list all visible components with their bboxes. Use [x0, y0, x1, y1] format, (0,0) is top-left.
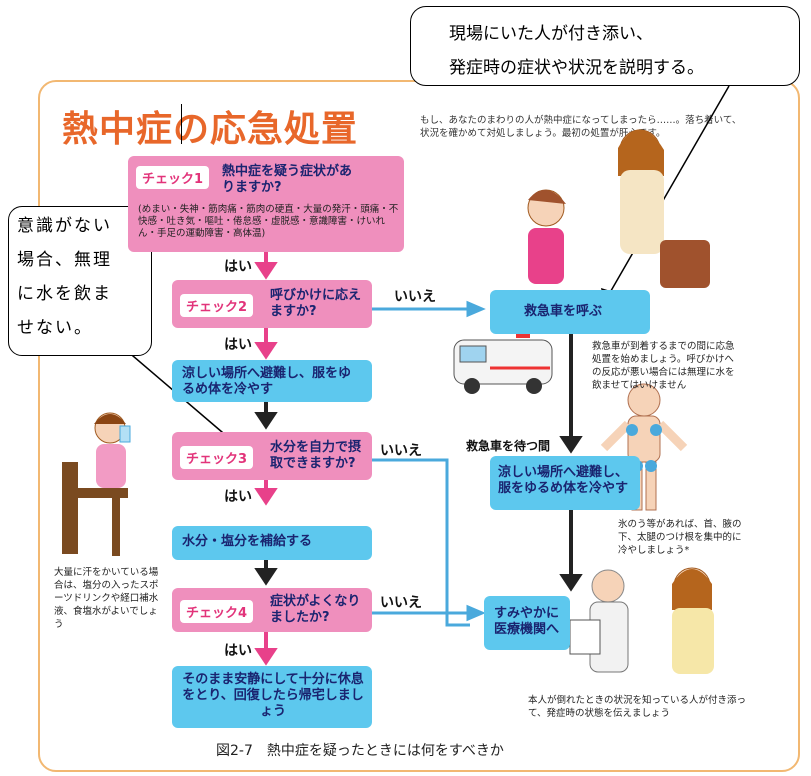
yes-label-2: はい	[224, 337, 252, 353]
intro-text: もし、あなたのまわりの人が熱中症になってしまったら……。落ち着いて、状況を確かめ…	[420, 115, 742, 139]
water-step-text: 水分・塩分を補給する	[182, 534, 313, 549]
ambulance-illustration	[453, 330, 553, 394]
figure-caption: 図2-7 熱中症を疑ったときには何をすべきか	[216, 743, 504, 759]
callout-left: 意識がない 場合、無理 に水を飲ま せない。	[8, 206, 152, 356]
arrowhead-no-1	[466, 300, 486, 318]
hospital-note: 本人が倒れたときの状況を知っている人が付き添って、発症時の状態を伝えましょう	[528, 695, 747, 719]
right-cool-text: 涼しい場所へ避難し、服をゆるめ体を冷やす	[498, 465, 629, 496]
callout-top: 現場にいた人が付き添い、 発症時の症状や状況を説明する。	[410, 6, 800, 86]
sweat-note: 大量に汗をかいている場合は、塩分の入ったスポーツドリンクや経口補水液、食塩水がよ…	[54, 567, 159, 630]
arrowhead-yes-4	[254, 648, 278, 666]
callout-left-line3: に水を飲ま	[17, 284, 112, 304]
nurse-doctor-illustration	[569, 567, 714, 674]
ice-note: 氷のう等があれば、首、腋の下、太腿のつけ根を集中的に冷やしましょう*	[618, 519, 742, 556]
no-label-1: いいえ	[394, 289, 436, 305]
arrowhead-yes-1	[254, 262, 278, 280]
arrowhead-yes-3	[254, 488, 278, 506]
check3-label: チェック3	[180, 446, 254, 469]
waiting-label: 救急車を待つ間	[466, 439, 551, 453]
yes-label-4: はい	[224, 643, 252, 659]
check4-label: チェック4	[180, 600, 254, 623]
check1-label: チェック1	[136, 166, 210, 189]
arrowhead-down-2	[254, 568, 278, 586]
rest-step-text: そのまま安静にして十分に休息をとり、回復したら帰宅しましょう	[182, 672, 364, 719]
callout-top-line2: 発症時の症状や状況を説明する。	[449, 58, 704, 78]
check1-question: 熱中症を疑う症状がありますか?	[222, 164, 353, 195]
ambulance-text: 救急車を呼ぶ	[524, 304, 603, 319]
girl-illustration	[527, 129, 710, 288]
water-step-box	[172, 526, 372, 560]
check2-label: チェック2	[180, 294, 254, 317]
callout-top-line1: 現場にいた人が付き添い、	[449, 24, 653, 44]
callout-left-line2: 場合、無理	[17, 250, 112, 270]
page-title: 熱中症の応急処置	[62, 109, 359, 150]
check3-question: 水分を自力で摂取できますか?	[270, 440, 362, 471]
arrowhead-right-down-2	[559, 574, 583, 592]
callout-left-line4: せない。	[17, 318, 93, 338]
text-cursor	[181, 104, 182, 144]
right-cool-box	[490, 456, 640, 510]
yes-label-1: はい	[224, 259, 252, 275]
cool-step-text: 涼しい場所へ避難し、服をゆるめ体を冷やす	[182, 366, 352, 397]
hospital-box	[484, 596, 570, 650]
rest-step-box	[172, 666, 372, 728]
check2-question: 呼びかけに応えますか?	[270, 288, 362, 319]
check4-question: 症状がよくなりましたか?	[270, 594, 361, 625]
arrowhead-down-1	[254, 412, 278, 430]
callout-left-line1: 意識がない	[17, 216, 112, 236]
cool-step-box	[172, 360, 372, 402]
ambulance-note: 救急車が到着するまでの間に応急処置を始めましょう。呼びかけへの反応が悪い場合には…	[592, 341, 735, 391]
arrowhead-yes-2	[254, 342, 278, 360]
check1-detail: (めまい・失神・筋肉痛・筋肉の硬直・大量の発汗・頭痛・不快感・吐き気・嘔吐・倦怠…	[138, 204, 399, 239]
arrowhead-no-3	[466, 604, 486, 622]
yes-label-3: はい	[224, 489, 252, 505]
ambulance-box	[490, 290, 650, 334]
no-label-3: いいえ	[380, 595, 422, 611]
drinking-child-illustration	[62, 412, 131, 556]
hospital-text: すみやかに医療機関へ	[494, 606, 560, 637]
arrowhead-right-down-1	[559, 436, 583, 454]
no-label-2: いいえ	[380, 443, 422, 459]
arrow-no-2	[372, 458, 470, 627]
callout-pointer-top	[607, 85, 730, 297]
